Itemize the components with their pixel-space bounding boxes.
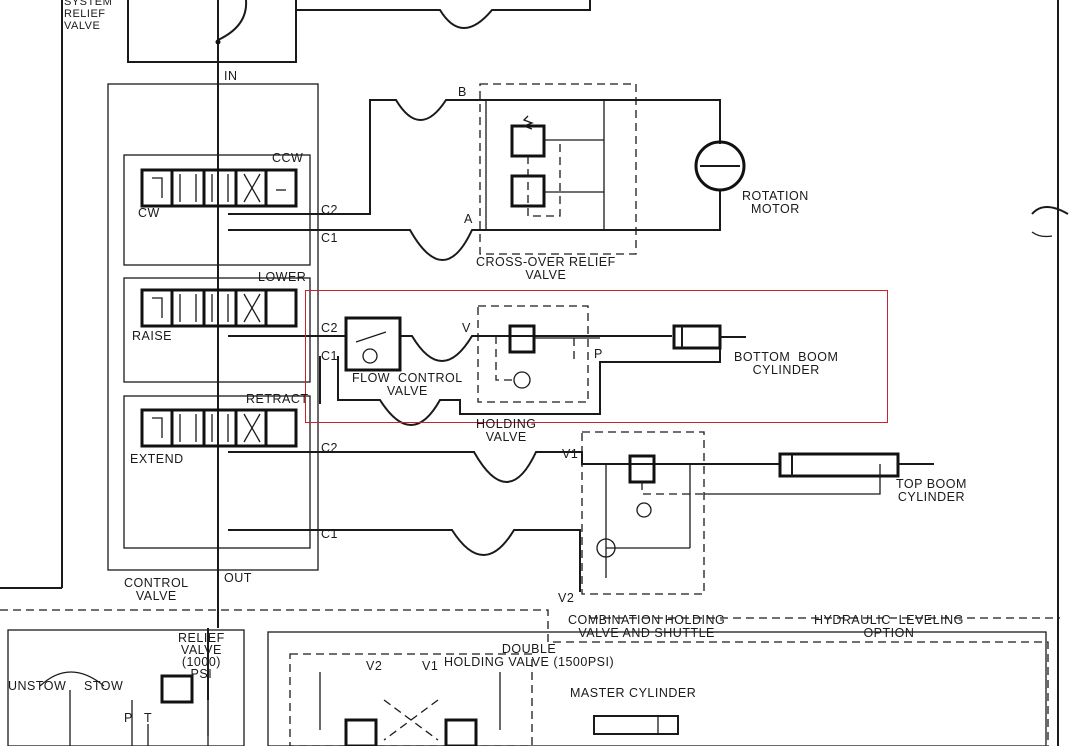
highlight-box [305, 290, 888, 423]
port-b-label: B [458, 85, 467, 99]
out-label: OUT [224, 571, 252, 585]
port-v2-label: V2 [558, 591, 575, 605]
c1-boom-label: C1 [321, 349, 338, 363]
rotation-circuit-lines [228, 99, 746, 261]
cw-label: CW [138, 206, 160, 220]
bottom-boom-circuit-lines [228, 305, 746, 426]
double-holding-valve-label: DOUBLE HOLDING VALVE (1500PSI) [444, 642, 615, 669]
c1-telescope-label: C1 [321, 527, 338, 541]
hydraulic-leveling-option-label: HYDRAULIC LEVELING OPTION [814, 613, 964, 640]
port-t-lower-label: T [144, 711, 153, 725]
top-boom-circuit-lines [228, 431, 934, 595]
c2-rotation-label: C2 [321, 203, 338, 217]
port-v-label: V [462, 321, 471, 335]
unstow-label: UNSTOW [8, 679, 67, 693]
port-v1-label: V1 [562, 447, 579, 461]
port-p-lower-label: P [124, 711, 133, 725]
control-valve-housing [107, 83, 319, 571]
port-v1-lower-label: V1 [422, 659, 439, 673]
lower-label: LOWER [258, 270, 307, 284]
flow-control-valve-label: FLOW CONTROL VALVE [352, 371, 463, 398]
control-valve-label: CONTROL VALVE [124, 576, 189, 603]
lower-section-lines [7, 629, 1047, 746]
top-boom-cylinder-label: TOP BOOM CYLINDER [896, 477, 967, 504]
cross-over-relief-valve-label: CROSS-OVER RELIEF VALVE [476, 255, 616, 282]
extend-label: EXTEND [130, 452, 184, 466]
system-relief-valve-label: SYSTEM RELIEF VALVE [64, 0, 113, 32]
retract-label: RETRACT [246, 392, 309, 406]
port-a-label: A [464, 212, 473, 226]
main-supply-line [207, 39, 221, 746]
bottom-boom-cylinder-label: BOTTOM BOOM CYLINDER [734, 350, 839, 377]
system-relief-valve-symbol [127, 0, 591, 63]
stow-label: STOW [84, 679, 124, 693]
spool-boom [140, 288, 298, 328]
c1-rotation-label: C1 [321, 231, 338, 245]
ccw-label: CCW [272, 151, 304, 165]
master-cylinder-label: MASTER CYLINDER [570, 686, 697, 700]
in-label: IN [224, 69, 238, 83]
port-p-label: P [594, 347, 603, 361]
spool-rotation [140, 168, 298, 208]
relief-valve-1000-label: RELIEF VALVE (1000) PSI [178, 631, 225, 681]
c2-telescope-label: C2 [321, 441, 338, 455]
c2-boom-label: C2 [321, 321, 338, 335]
rotation-motor-label: ROTATION MOTOR [742, 189, 809, 216]
port-v2-lower-label: V2 [366, 659, 383, 673]
combination-holding-valve-label: COMBINATION HOLDING VALVE AND SHUTTLE [568, 613, 726, 640]
raise-label: RAISE [132, 329, 173, 343]
spool-telescope [140, 408, 298, 448]
holding-valve-label: HOLDING VALVE [476, 417, 537, 444]
cross-over-relief-valve-symbol [479, 83, 637, 255]
